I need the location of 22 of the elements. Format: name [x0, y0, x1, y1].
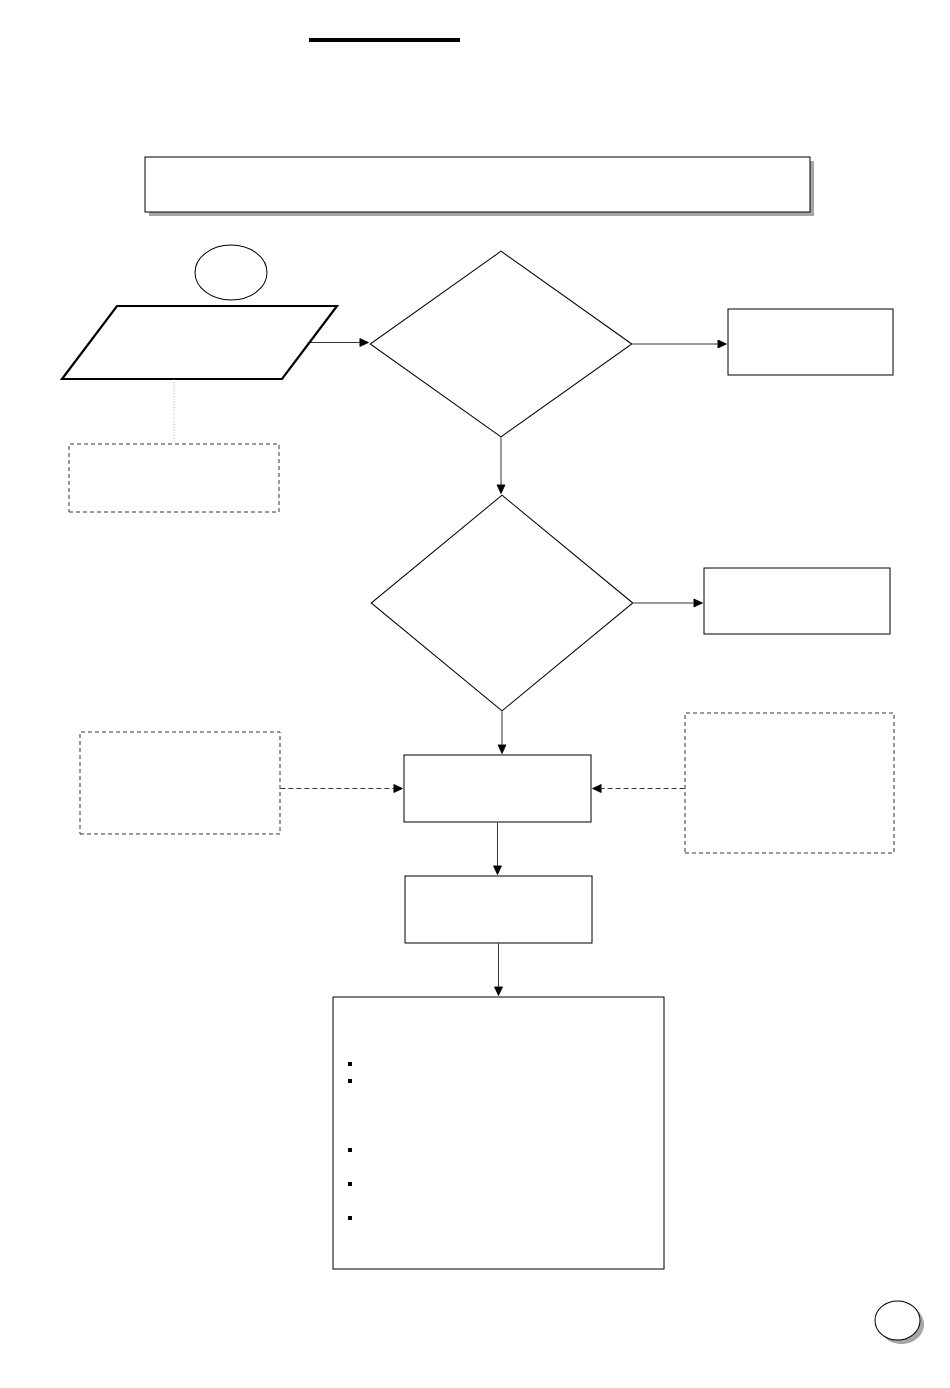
arrow: [633, 598, 703, 608]
process-box: [727, 308, 894, 376]
note-box: [684, 712, 895, 854]
arrow: [632, 339, 727, 349]
arrow: [493, 822, 502, 875]
note-box: [68, 443, 280, 513]
decision-diamond: [370, 494, 634, 712]
arrow: [494, 943, 503, 996]
oval: [194, 244, 268, 301]
list-box: [332, 996, 665, 1270]
page-number-circle: [874, 1300, 924, 1344]
note-box: [79, 731, 281, 835]
title-box: [144, 156, 814, 216]
process-box: [404, 875, 593, 944]
arrow: [496, 437, 506, 494]
arrow: [497, 711, 507, 754]
arrow: [280, 784, 403, 793]
arrow: [592, 784, 685, 793]
decision-diamond: [369, 250, 633, 438]
arrow: [307, 338, 369, 347]
process-box: [703, 567, 891, 635]
process-box: [403, 754, 592, 823]
